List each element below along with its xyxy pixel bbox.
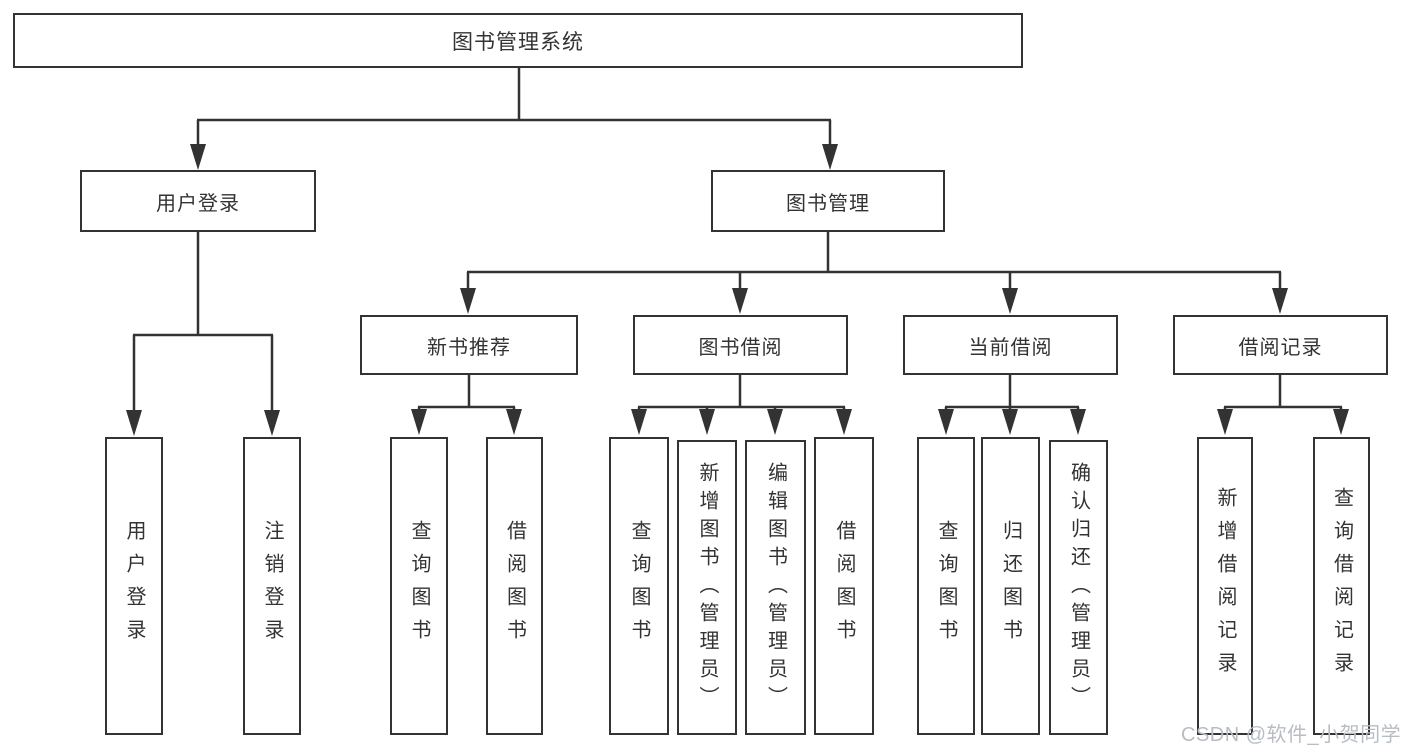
node-leaf-logout: 注销登录 (243, 437, 301, 735)
node-current-return-book: 归还图书 (981, 437, 1040, 735)
node-borrow-add-book-admin: 新增图书（管理员） (677, 440, 737, 735)
node-borrow-query-book-label: 查询图书 (628, 520, 650, 652)
node-current-borrow-label: 当前借阅 (968, 336, 1053, 359)
node-borrow-borrow-book-label: 借阅图书 (833, 520, 855, 652)
node-book-management: 图书管理 (711, 170, 945, 232)
node-book-borrow: 图书借阅 (633, 315, 848, 375)
node-borrow-records-label: 借阅记录 (1238, 336, 1323, 359)
node-current-query-book: 查询图书 (917, 437, 975, 735)
node-root: 图书管理系统 (13, 13, 1023, 68)
node-current-confirm-return-admin: 确认归还（管理员） (1049, 440, 1108, 735)
node-current-return-book-label: 归还图书 (999, 520, 1022, 652)
csdn-watermark: CSDN @软件_小贺同学 (1181, 724, 1402, 746)
node-recommend-borrow-book-label: 借阅图书 (503, 520, 526, 652)
node-user-login: 用户登录 (80, 170, 316, 232)
node-current-borrow: 当前借阅 (903, 315, 1118, 375)
node-records-query-record: 查询借阅记录 (1313, 437, 1370, 735)
node-borrow-records: 借阅记录 (1173, 315, 1388, 375)
node-recommend-borrow-book: 借阅图书 (486, 437, 543, 735)
node-borrow-query-book: 查询图书 (609, 437, 669, 735)
node-borrow-edit-book-admin-label: 编辑图书（管理员） (764, 461, 787, 714)
node-new-book-recommend: 新书推荐 (360, 315, 578, 375)
node-records-add-record-label: 新增借阅记录 (1214, 487, 1236, 685)
node-leaf-logout-label: 注销登录 (261, 520, 283, 652)
node-new-book-recommend-label: 新书推荐 (427, 336, 511, 359)
node-leaf-user-login-label: 用户登录 (123, 520, 145, 652)
node-borrow-edit-book-admin: 编辑图书（管理员） (745, 440, 806, 735)
node-root-label: 图书管理系统 (452, 30, 584, 54)
node-borrow-borrow-book: 借阅图书 (814, 437, 874, 735)
node-book-borrow-label: 图书借阅 (698, 336, 783, 359)
node-recommend-query-book: 查询图书 (390, 437, 448, 735)
node-records-query-record-label: 查询借阅记录 (1330, 487, 1353, 685)
node-leaf-user-login: 用户登录 (105, 437, 163, 735)
node-records-add-record: 新增借阅记录 (1197, 437, 1253, 735)
node-borrow-add-book-admin-label: 新增图书（管理员） (696, 461, 718, 714)
node-book-management-label: 图书管理 (786, 192, 870, 215)
node-user-login-label: 用户登录 (156, 192, 240, 215)
node-recommend-query-book-label: 查询图书 (408, 520, 430, 652)
node-current-query-book-label: 查询图书 (935, 520, 957, 652)
node-current-confirm-return-admin-label: 确认归还（管理员） (1067, 461, 1090, 714)
